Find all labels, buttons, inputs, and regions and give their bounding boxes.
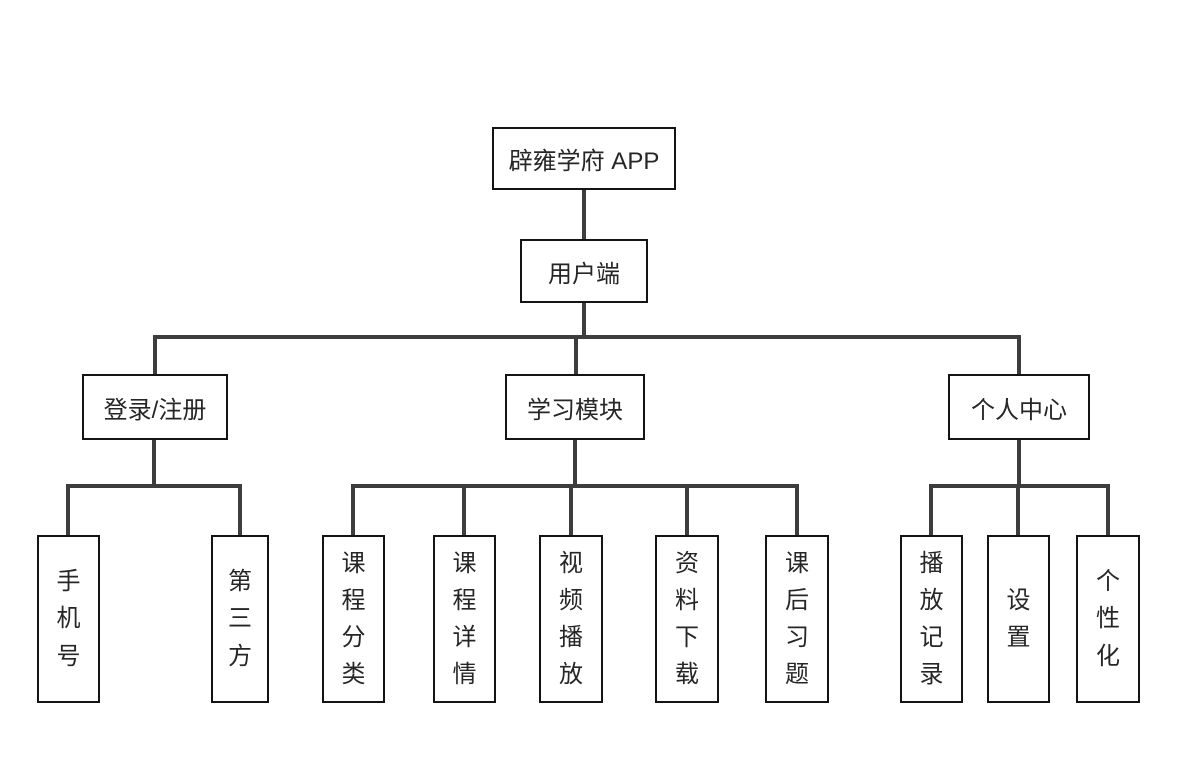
- node-after-class-exercises-label: 课后习题: [785, 549, 809, 689]
- node-third-party: 第三方: [211, 535, 269, 703]
- node-personal-center-label: 个人中心: [971, 396, 1067, 424]
- connector-client-to-main-bus: [582, 303, 586, 339]
- connector-bus-to-learning: [574, 335, 578, 374]
- node-after-class-exercises: 课后习题: [765, 535, 829, 703]
- node-material-download: 资料下载: [655, 535, 719, 703]
- node-course-detail-label: 课程详情: [452, 549, 477, 689]
- node-playback-history-label: 播放记录: [919, 549, 944, 689]
- connector-bus-to-course-category: [351, 484, 355, 535]
- node-login-register-label: 登录/注册: [103, 396, 207, 424]
- connector-login-to-left-bus: [152, 440, 156, 488]
- connector-bus-to-material-download: [685, 484, 689, 535]
- connector-bus-to-course-detail: [462, 484, 466, 535]
- node-video-playback: 视频播放: [539, 535, 603, 703]
- connector-learning-to-mid-bus: [573, 440, 577, 488]
- connector-bus-to-playback-history: [929, 484, 933, 535]
- node-learning-module-label: 学习模块: [527, 396, 623, 424]
- connector-bus-to-after-class-exercises: [795, 484, 799, 535]
- connector-left-bus: [66, 484, 242, 488]
- connector-mid-bus: [351, 484, 799, 488]
- node-login-register: 登录/注册: [82, 374, 228, 440]
- node-third-party-label: 第三方: [228, 568, 252, 670]
- connector-bus-to-phone: [66, 484, 70, 535]
- connector-bus-to-profile: [1017, 335, 1021, 374]
- connector-main-bus: [153, 335, 1021, 339]
- node-course-category: 课程分类: [322, 535, 385, 703]
- node-course-detail: 课程详情: [433, 535, 496, 703]
- node-personalization-label: 个性化: [1096, 568, 1120, 670]
- connector-profile-to-right-bus: [1017, 440, 1021, 488]
- node-material-download-label: 资料下载: [675, 549, 699, 689]
- node-personalization: 个性化: [1076, 535, 1140, 703]
- node-learning-module: 学习模块: [505, 374, 645, 440]
- node-app-root: 辟雍学府 APP: [492, 127, 676, 190]
- node-app-root-label: 辟雍学府 APP: [508, 148, 660, 175]
- connector-bus-to-personalization: [1106, 484, 1110, 535]
- node-playback-history: 播放记录: [900, 535, 963, 703]
- node-video-playback-label: 视频播放: [559, 549, 583, 689]
- connector-bus-to-video-playback: [569, 484, 573, 535]
- node-course-category-label: 课程分类: [341, 549, 366, 689]
- node-settings-label: 设置: [1006, 586, 1031, 651]
- connector-bus-to-third-party: [238, 484, 242, 535]
- node-phone-number-label: 手机号: [56, 568, 81, 670]
- connector-bus-to-settings: [1016, 484, 1020, 535]
- node-user-client-label: 用户端: [548, 260, 620, 288]
- connector-root-to-client: [582, 190, 586, 239]
- node-personal-center: 个人中心: [948, 374, 1090, 440]
- node-settings: 设置: [987, 535, 1050, 703]
- connector-bus-to-login: [153, 335, 157, 374]
- node-user-client: 用户端: [520, 239, 648, 303]
- node-phone-number: 手机号: [37, 535, 100, 703]
